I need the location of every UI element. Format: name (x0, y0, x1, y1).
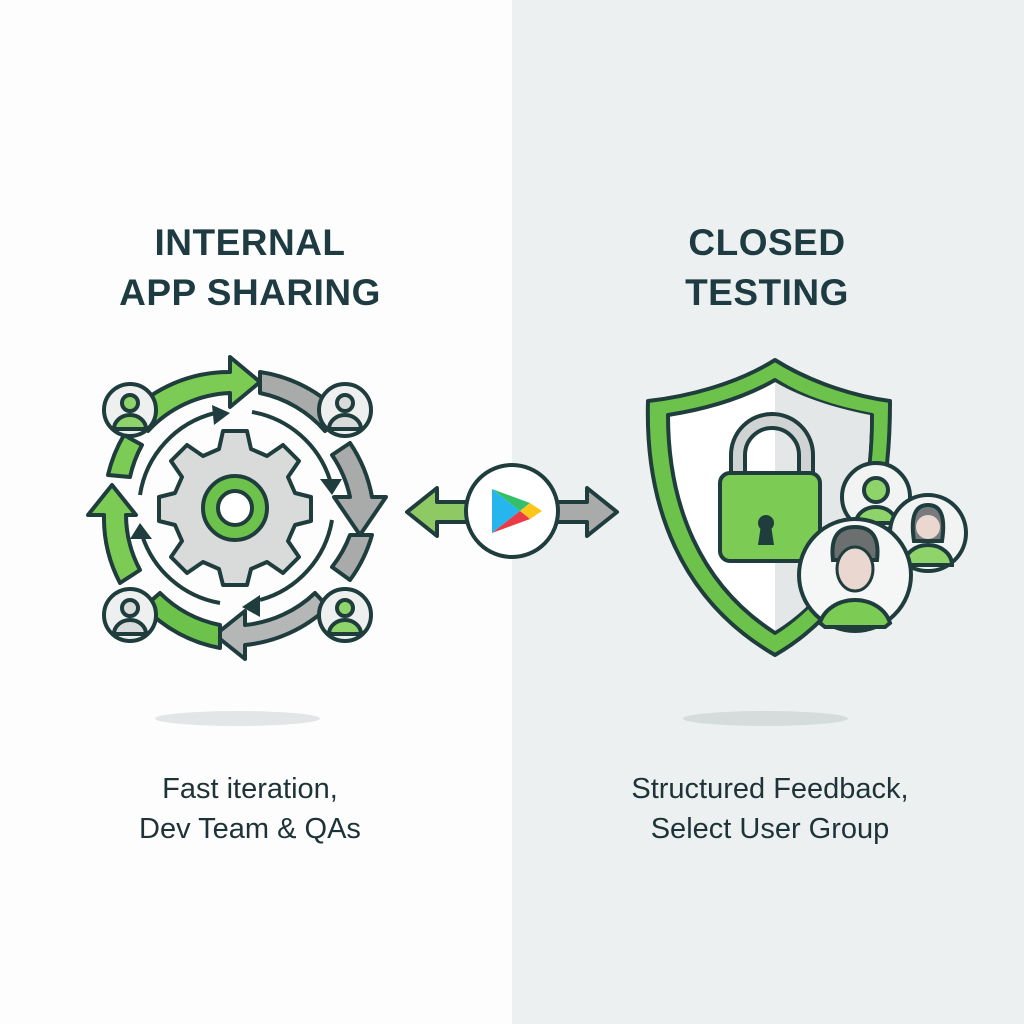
google-play-icon[interactable] (462, 461, 562, 561)
closed-testing-title: CLOSED TESTING (577, 218, 957, 318)
closed-testing-description: Structured Feedback, Select User Group (570, 769, 970, 849)
internal-sharing-description: Fast iteration, Dev Team & QAs (50, 769, 450, 849)
right-icon-shadow (683, 711, 848, 726)
description-line-1: Fast iteration, (162, 773, 338, 805)
title-line-1: INTERNAL (154, 222, 346, 263)
internal-app-sharing-title: INTERNAL APP SHARING (60, 218, 440, 318)
description-line-1: Structured Feedback, (631, 773, 909, 805)
title-line-1: CLOSED (688, 222, 846, 263)
description-line-2: Select User Group (650, 813, 890, 845)
title-line-2: TESTING (685, 272, 849, 313)
shield-lock-users-icon (645, 358, 968, 657)
description-line-2: Dev Team & QAs (139, 813, 361, 845)
internal-sharing-cycle-icon (86, 355, 388, 661)
left-icon-shadow (155, 711, 320, 726)
title-line-2: APP SHARING (119, 272, 381, 313)
